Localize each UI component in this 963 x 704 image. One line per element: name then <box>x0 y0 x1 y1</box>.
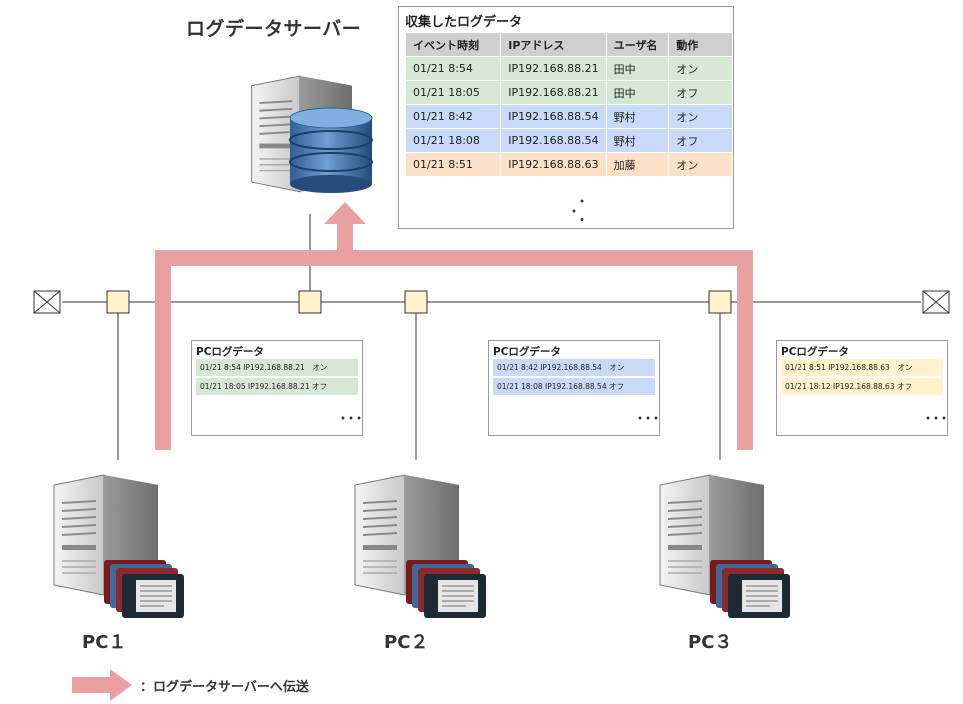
pc1-log-row: 01/21 18:05 IP192.168.88.21 オフ <box>196 378 358 396</box>
pc1-log-caption: PCログデータ <box>196 346 264 358</box>
table-cell: オン <box>668 56 733 81</box>
more-rows-indicator: ・ ・ ・ <box>565 194 589 227</box>
table-row: 01/21 8:42 IP192.168.88.54 野村 オン <box>404 104 733 129</box>
table-cell: 01/21 18:05 <box>404 80 502 105</box>
column-header: ユーザ名 <box>605 32 670 57</box>
pc1-more-indicator: ・ ・ ・ <box>334 411 366 425</box>
legend-text: ：ログデータサーバーへ伝送 <box>140 680 309 695</box>
table-cell: オフ <box>668 80 733 105</box>
table-row: 01/21 18:08 IP192.168.88.54 野村 オフ <box>404 128 733 153</box>
pc3-label: PC３ <box>688 632 733 653</box>
pc2-log-panel: PCログデータ 01/21 8:42 IP192.168.88.54 オン 01… <box>488 340 663 436</box>
column-header: イベント時刻 <box>404 32 502 57</box>
pc2-label: PC２ <box>384 632 429 653</box>
pc2-folders-icon <box>405 559 487 619</box>
pc1-folders-icon <box>103 559 185 619</box>
transfer-arrow <box>155 202 753 450</box>
pc3-node <box>708 290 732 314</box>
pc3-log-caption: PCログデータ <box>781 346 849 358</box>
column-header: IPアドレス <box>500 32 607 57</box>
pc3-log-row: 01/21 8:51 IP192.168.88.63 オン <box>781 359 943 377</box>
server-title: ログデータサーバー <box>186 18 362 40</box>
table-cell: 01/21 8:54 <box>404 56 502 81</box>
table-cell: オン <box>668 152 733 177</box>
pc2-log-row: 01/21 8:42 IP192.168.88.54 オン <box>493 359 655 377</box>
table-cell: IP192.168.88.21 <box>500 80 607 105</box>
table-cell: 田中 <box>605 80 670 105</box>
right-terminator <box>922 290 950 314</box>
collected-log-caption: 収集したログデータ <box>405 15 523 30</box>
server-node <box>298 290 322 314</box>
pc1-node <box>106 290 130 314</box>
table-cell: IP192.168.88.63 <box>500 152 607 177</box>
pc3-log-panel: PCログデータ 01/21 8:51 IP192.168.88.63 オン 01… <box>776 340 951 436</box>
collected-log-panel: 収集したログデータ イベント時刻 IPアドレス ユーザ名 動作 01/21 8:… <box>398 6 734 229</box>
table-row: 01/21 18:05 IP192.168.88.21 田中 オフ <box>404 80 733 105</box>
table-cell: オフ <box>668 128 733 153</box>
pc2-log-caption: PCログデータ <box>493 346 561 358</box>
pc1-label: PC１ <box>82 632 127 653</box>
table-cell: 01/21 18:08 <box>404 128 502 153</box>
table-cell: 01/21 8:51 <box>404 152 502 177</box>
legend-arrow-icon <box>72 669 132 701</box>
table-cell: IP192.168.88.54 <box>500 128 607 153</box>
pc3-log-row: 01/21 18:12 IP192.168.88.63 オフ <box>781 378 943 396</box>
left-terminator <box>33 290 61 314</box>
table-cell: 01/21 8:42 <box>404 104 502 129</box>
table-cell: オン <box>668 104 733 129</box>
table-row: 01/21 8:51 IP192.168.88.63 加藤 オン <box>404 152 733 177</box>
table-header-row: イベント時刻 IPアドレス ユーザ名 動作 <box>404 32 733 57</box>
collected-log-table: イベント時刻 IPアドレス ユーザ名 動作 01/21 8:54 IP192.1… <box>404 32 733 177</box>
table-cell: IP192.168.88.21 <box>500 56 607 81</box>
database-icon <box>289 107 373 193</box>
pc2-node <box>404 290 428 314</box>
pc2-log-row: 01/21 18:08 IP192.168.88.54 オフ <box>493 378 655 396</box>
pc3-folders-icon <box>709 559 791 619</box>
column-header: 動作 <box>668 32 733 57</box>
pc3-more-indicator: ・ ・ ・ <box>919 411 951 425</box>
table-cell: 野村 <box>605 104 670 129</box>
pc1-log-row: 01/21 8:54 IP192.168.88.21 オン <box>196 359 358 377</box>
table-cell: IP192.168.88.54 <box>500 104 607 129</box>
table-cell: 加藤 <box>605 152 670 177</box>
table-row: 01/21 8:54 IP192.168.88.21 田中 オン <box>404 56 733 81</box>
table-cell: 田中 <box>605 56 670 81</box>
pc1-log-panel: PCログデータ 01/21 8:54 IP192.168.88.21 オン 01… <box>191 340 366 436</box>
pc2-more-indicator: ・ ・ ・ <box>631 411 663 425</box>
table-cell: 野村 <box>605 128 670 153</box>
